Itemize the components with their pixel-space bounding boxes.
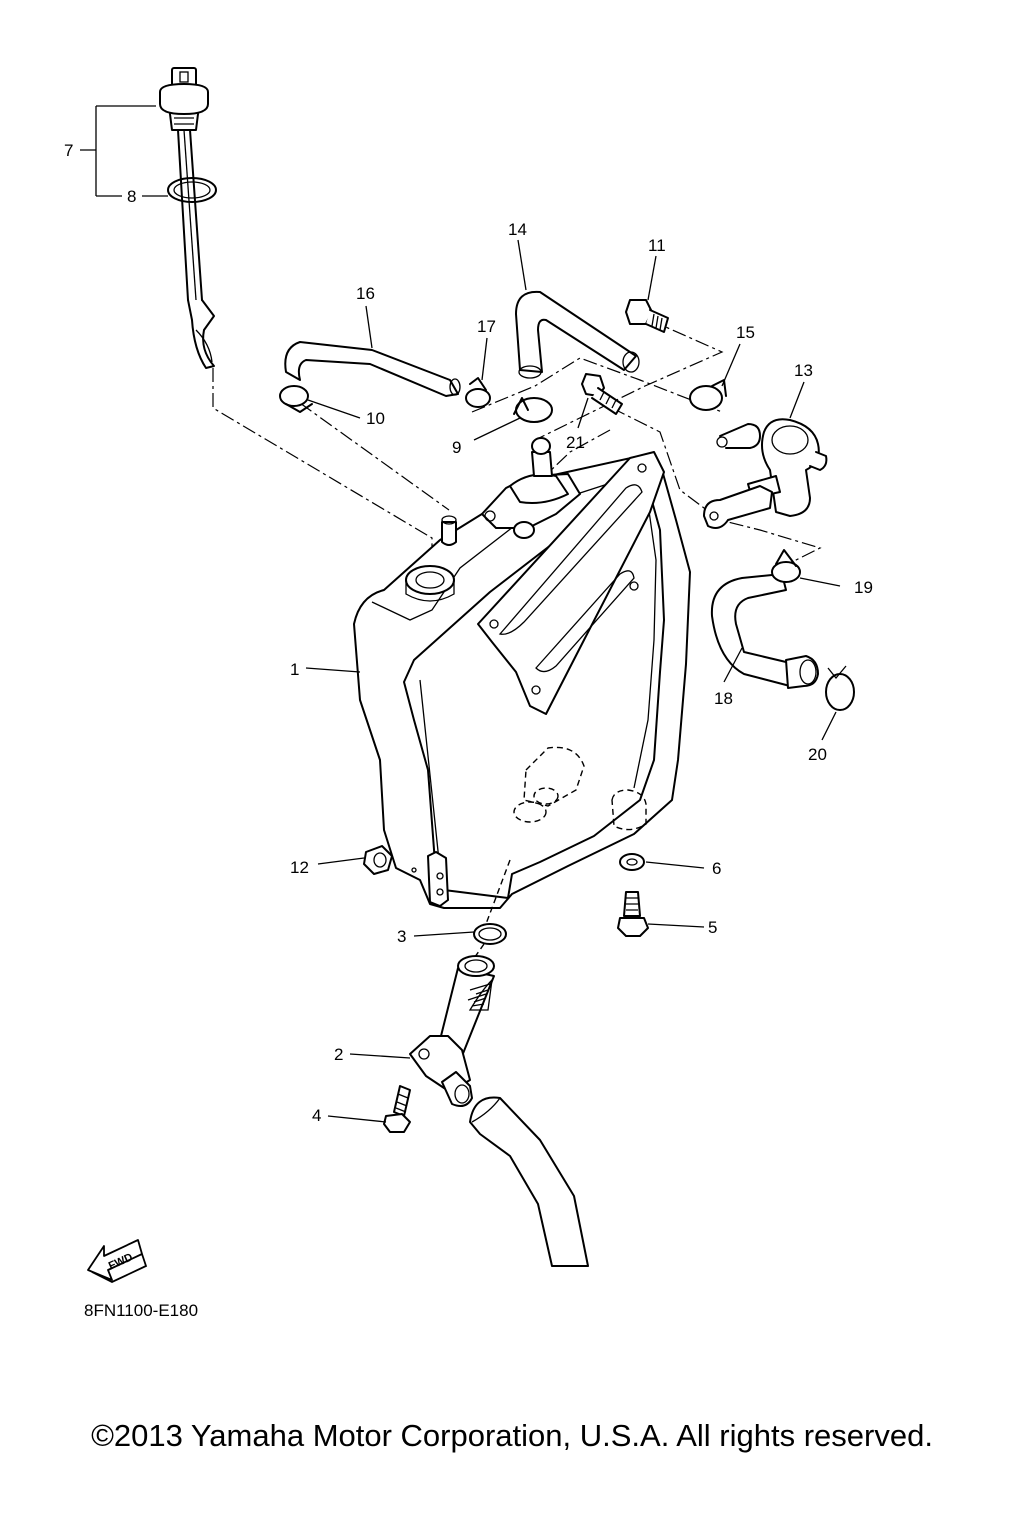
callout-12: 12 — [290, 858, 309, 877]
part-17-clamp — [465, 377, 491, 408]
callout-10: 10 — [366, 409, 385, 428]
callout-15: 15 — [736, 323, 755, 342]
part-8-o-ring — [167, 177, 217, 203]
callout-3: 3 — [397, 927, 406, 946]
part-11-bolt — [625, 299, 669, 333]
part-6-washer — [619, 853, 645, 871]
part-18-hose — [710, 573, 819, 689]
part-15-clamp — [689, 379, 727, 411]
copyright-notice: ©2013 Yamaha Motor Corporation, U.S.A. A… — [91, 1418, 933, 1453]
callout-20: 20 — [808, 745, 827, 764]
part-13-valve — [716, 418, 828, 517]
part-2-oil-strainer — [409, 955, 495, 1107]
callout-7: 7 — [64, 141, 73, 160]
part-9-clamp — [513, 397, 553, 423]
callout-17: 17 — [477, 317, 496, 336]
callout-13: 13 — [794, 361, 813, 380]
diagram-code: 8FN1100-E180 — [84, 1301, 198, 1320]
part-10-clamp — [279, 385, 313, 413]
part-3-o-ring — [473, 923, 507, 945]
callout-18: 18 — [714, 689, 733, 708]
part-12-grommet — [363, 845, 393, 875]
callout-labels: 1 2 3 4 5 6 7 8 9 10 11 12 13 14 15 16 1… — [64, 141, 873, 1125]
callout-6: 6 — [712, 859, 721, 878]
part-16-hose — [284, 341, 461, 397]
part-13-bracket — [703, 485, 773, 529]
callout-5: 5 — [708, 918, 717, 937]
part-5-bolt — [617, 891, 649, 937]
callout-21: 21 — [566, 433, 585, 452]
callout-19: 19 — [854, 578, 873, 597]
part-1-oil-tank — [353, 437, 691, 909]
part-14-hose — [515, 290, 640, 379]
part-4-bolt — [383, 1085, 411, 1133]
callout-4: 4 — [312, 1106, 321, 1125]
callout-8: 8 — [127, 187, 136, 206]
outlet-hose — [469, 1096, 589, 1267]
callout-2: 2 — [334, 1045, 343, 1064]
leader-lines — [80, 105, 841, 1123]
callout-14: 14 — [508, 220, 527, 239]
part-20-cap — [825, 665, 855, 711]
part-19-clamp — [771, 549, 801, 583]
fwd-arrow-icon: FWD — [87, 1239, 148, 1284]
callout-1: 1 — [290, 660, 299, 679]
callout-16: 16 — [356, 284, 375, 303]
callout-9: 9 — [452, 438, 461, 457]
part-21-bolt — [581, 373, 623, 415]
callout-11: 11 — [648, 236, 666, 255]
part-7-oil-level-gauge — [159, 67, 215, 369]
